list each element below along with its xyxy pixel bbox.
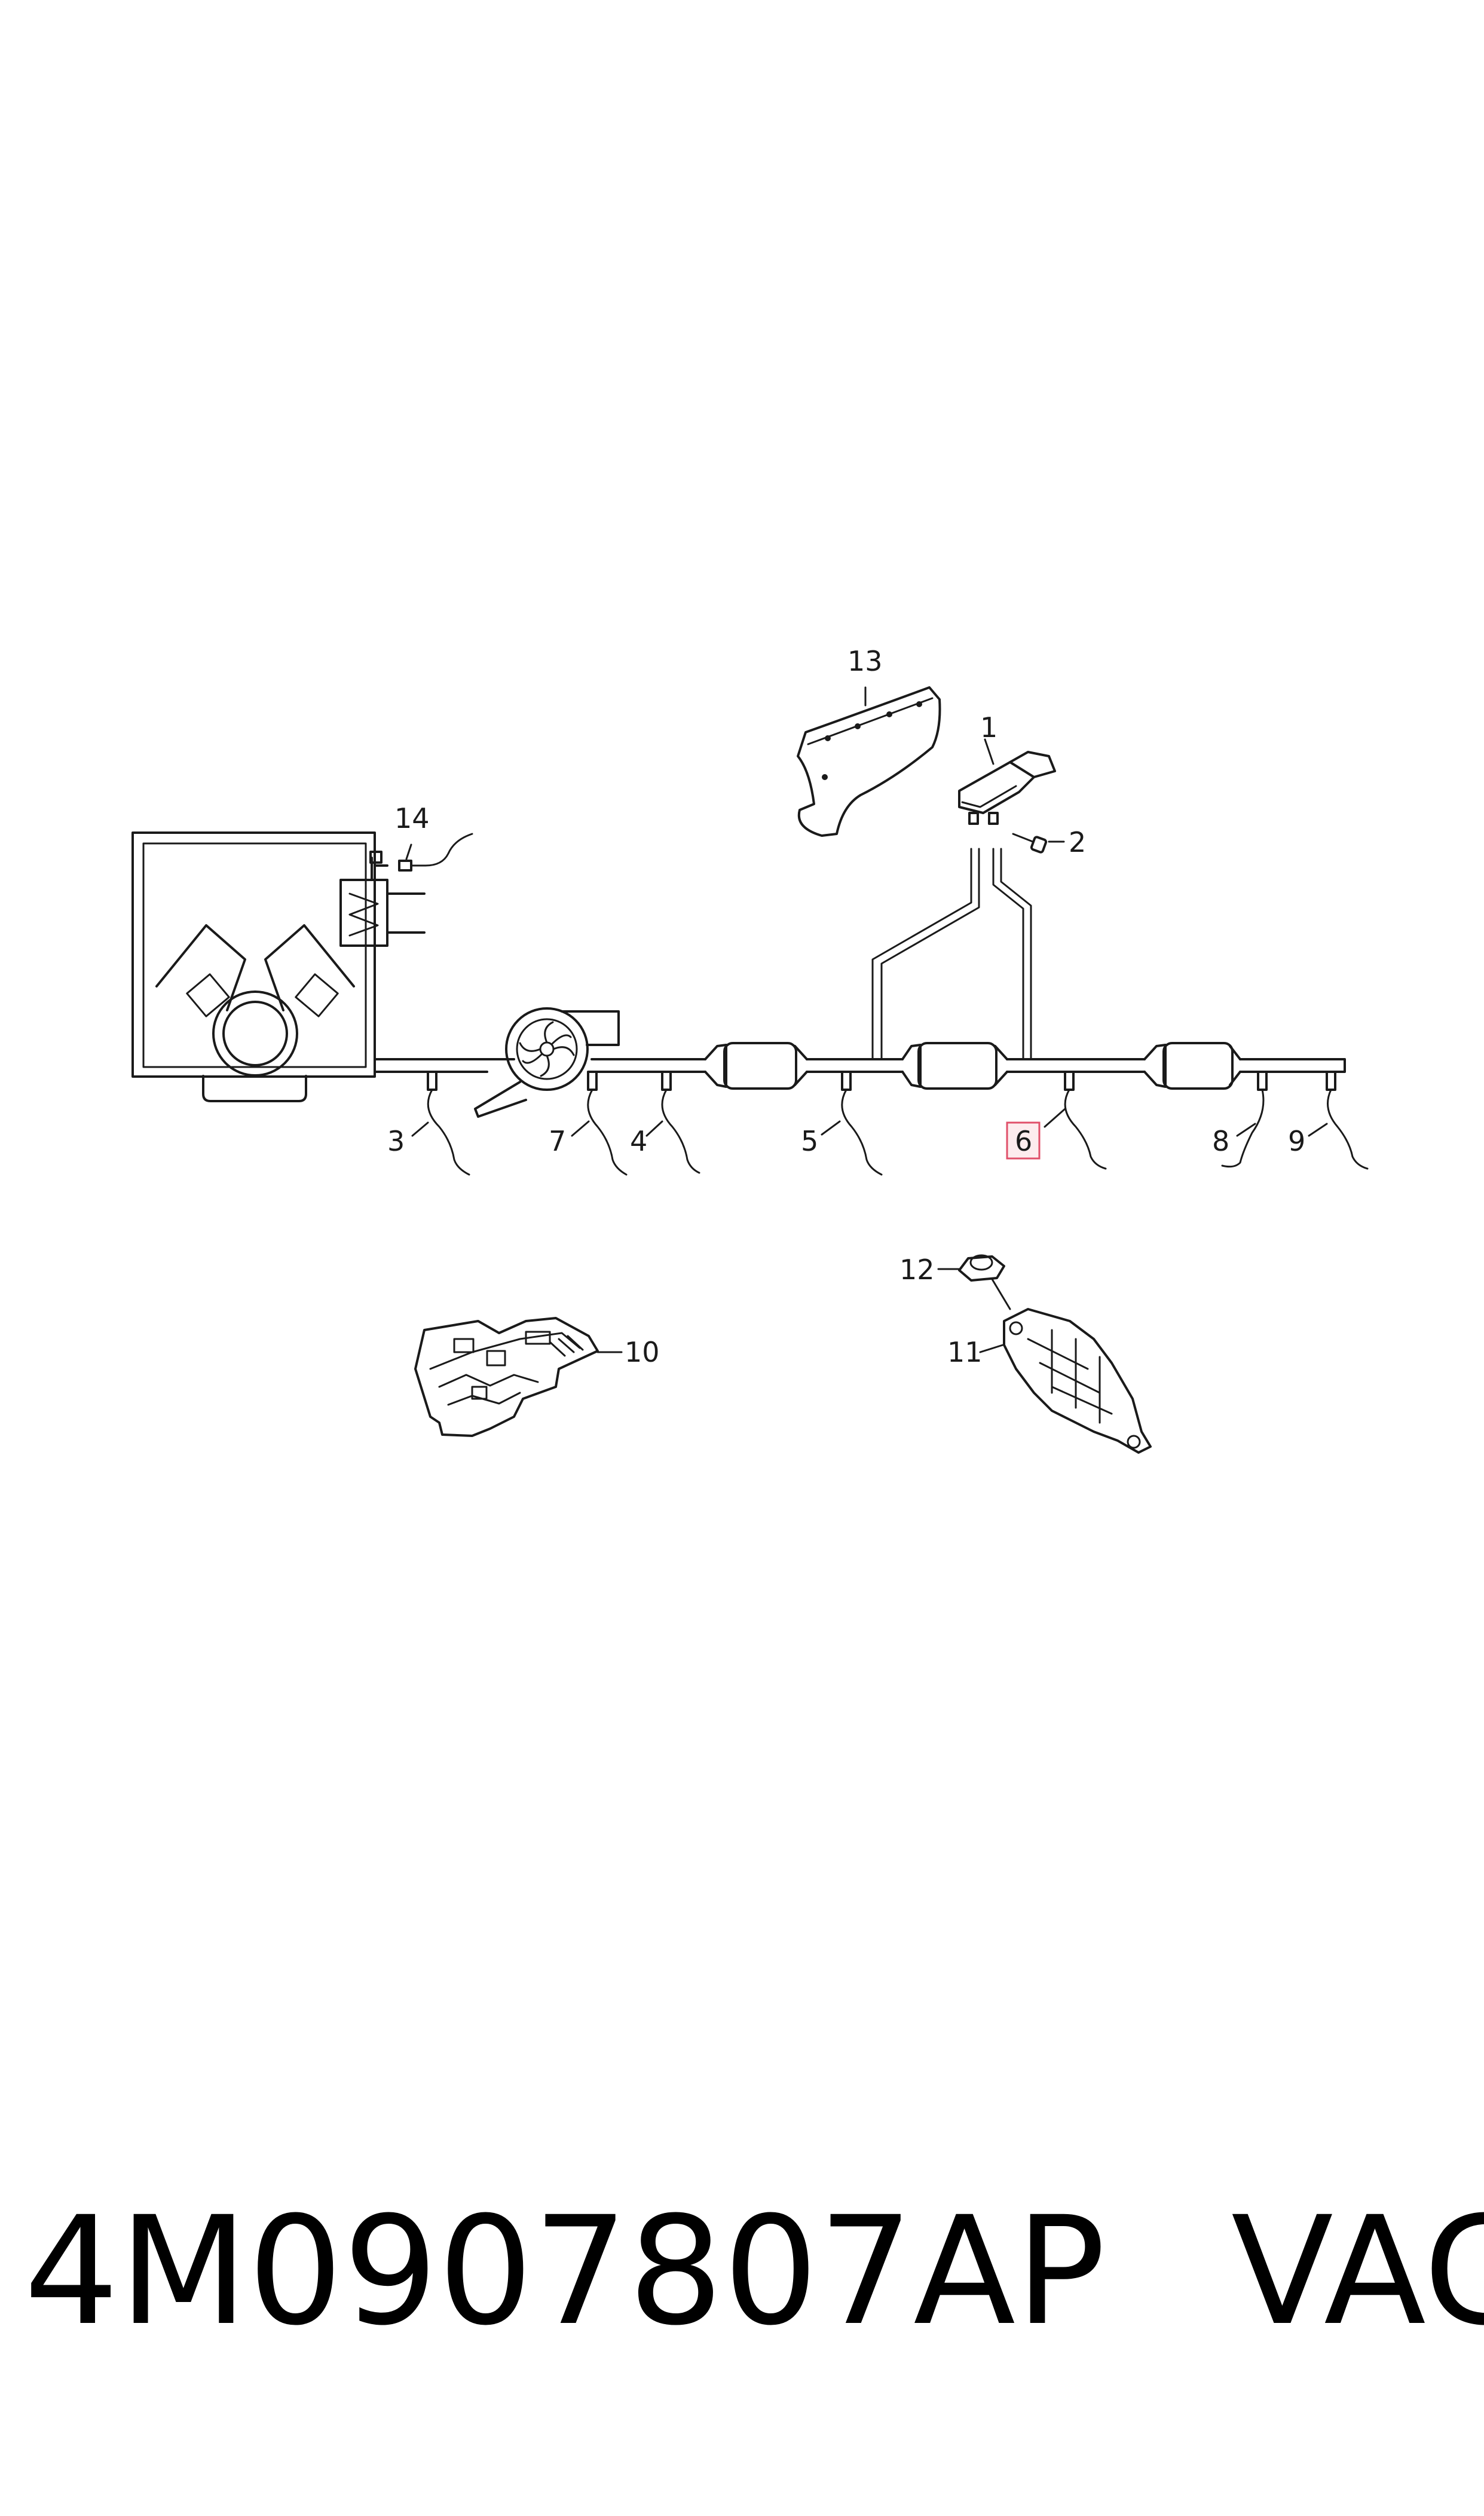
engine-outline [131, 831, 376, 1102]
callout-12: 12 [899, 1254, 935, 1286]
callout-6-highlight: 6 [1006, 1121, 1041, 1160]
footer-caption: 4M0907807AP VAG [24, 2176, 1484, 2367]
callout-10: 10 [625, 1336, 660, 1368]
bracket-10 [414, 1317, 623, 1437]
leader-lines [411, 686, 1328, 1137]
callout-3: 3 [387, 1125, 405, 1157]
exhaust-pipe [374, 1054, 1346, 1073]
sensor-9 [1326, 1071, 1369, 1170]
callout-8: 8 [1212, 1125, 1229, 1157]
heat-shield-13 [797, 686, 941, 837]
callout-11: 11 [947, 1336, 983, 1368]
nut-12 [937, 1254, 1011, 1310]
sensor-8 [1221, 1071, 1268, 1168]
bracket-11 [979, 1308, 1152, 1454]
callout-14: 14 [394, 802, 430, 834]
catalytic-converter-2 [901, 1042, 1008, 1090]
callout-4: 4 [630, 1125, 647, 1157]
catalytic-converter-1 [704, 1042, 808, 1090]
callout-6: 6 [1015, 1125, 1032, 1157]
sensor-6 [1064, 1071, 1107, 1170]
turbocharger [474, 1007, 620, 1118]
callout-1: 1 [980, 711, 998, 744]
part-number-text: 4M0907807AP [24, 2184, 1106, 2358]
sensor-14-cable [398, 833, 473, 872]
pressure-sender-1 [958, 751, 1056, 825]
callout-13: 13 [847, 645, 883, 677]
callout-5: 5 [801, 1125, 818, 1157]
sensor-7 [587, 1071, 628, 1176]
bolt-2 [1012, 833, 1048, 854]
sensor-4 [661, 1071, 700, 1174]
brand-text: VAG [1231, 2184, 1484, 2358]
heat-exchanger [339, 851, 426, 947]
callout-9: 9 [1288, 1125, 1305, 1157]
callout-7: 7 [549, 1125, 566, 1157]
catalytic-converter-3 [1143, 1042, 1241, 1090]
pressure-pipes [871, 848, 1032, 1060]
sensor-5 [841, 1071, 883, 1176]
sensor-3 [427, 1071, 470, 1176]
callout-2: 2 [1069, 826, 1086, 858]
